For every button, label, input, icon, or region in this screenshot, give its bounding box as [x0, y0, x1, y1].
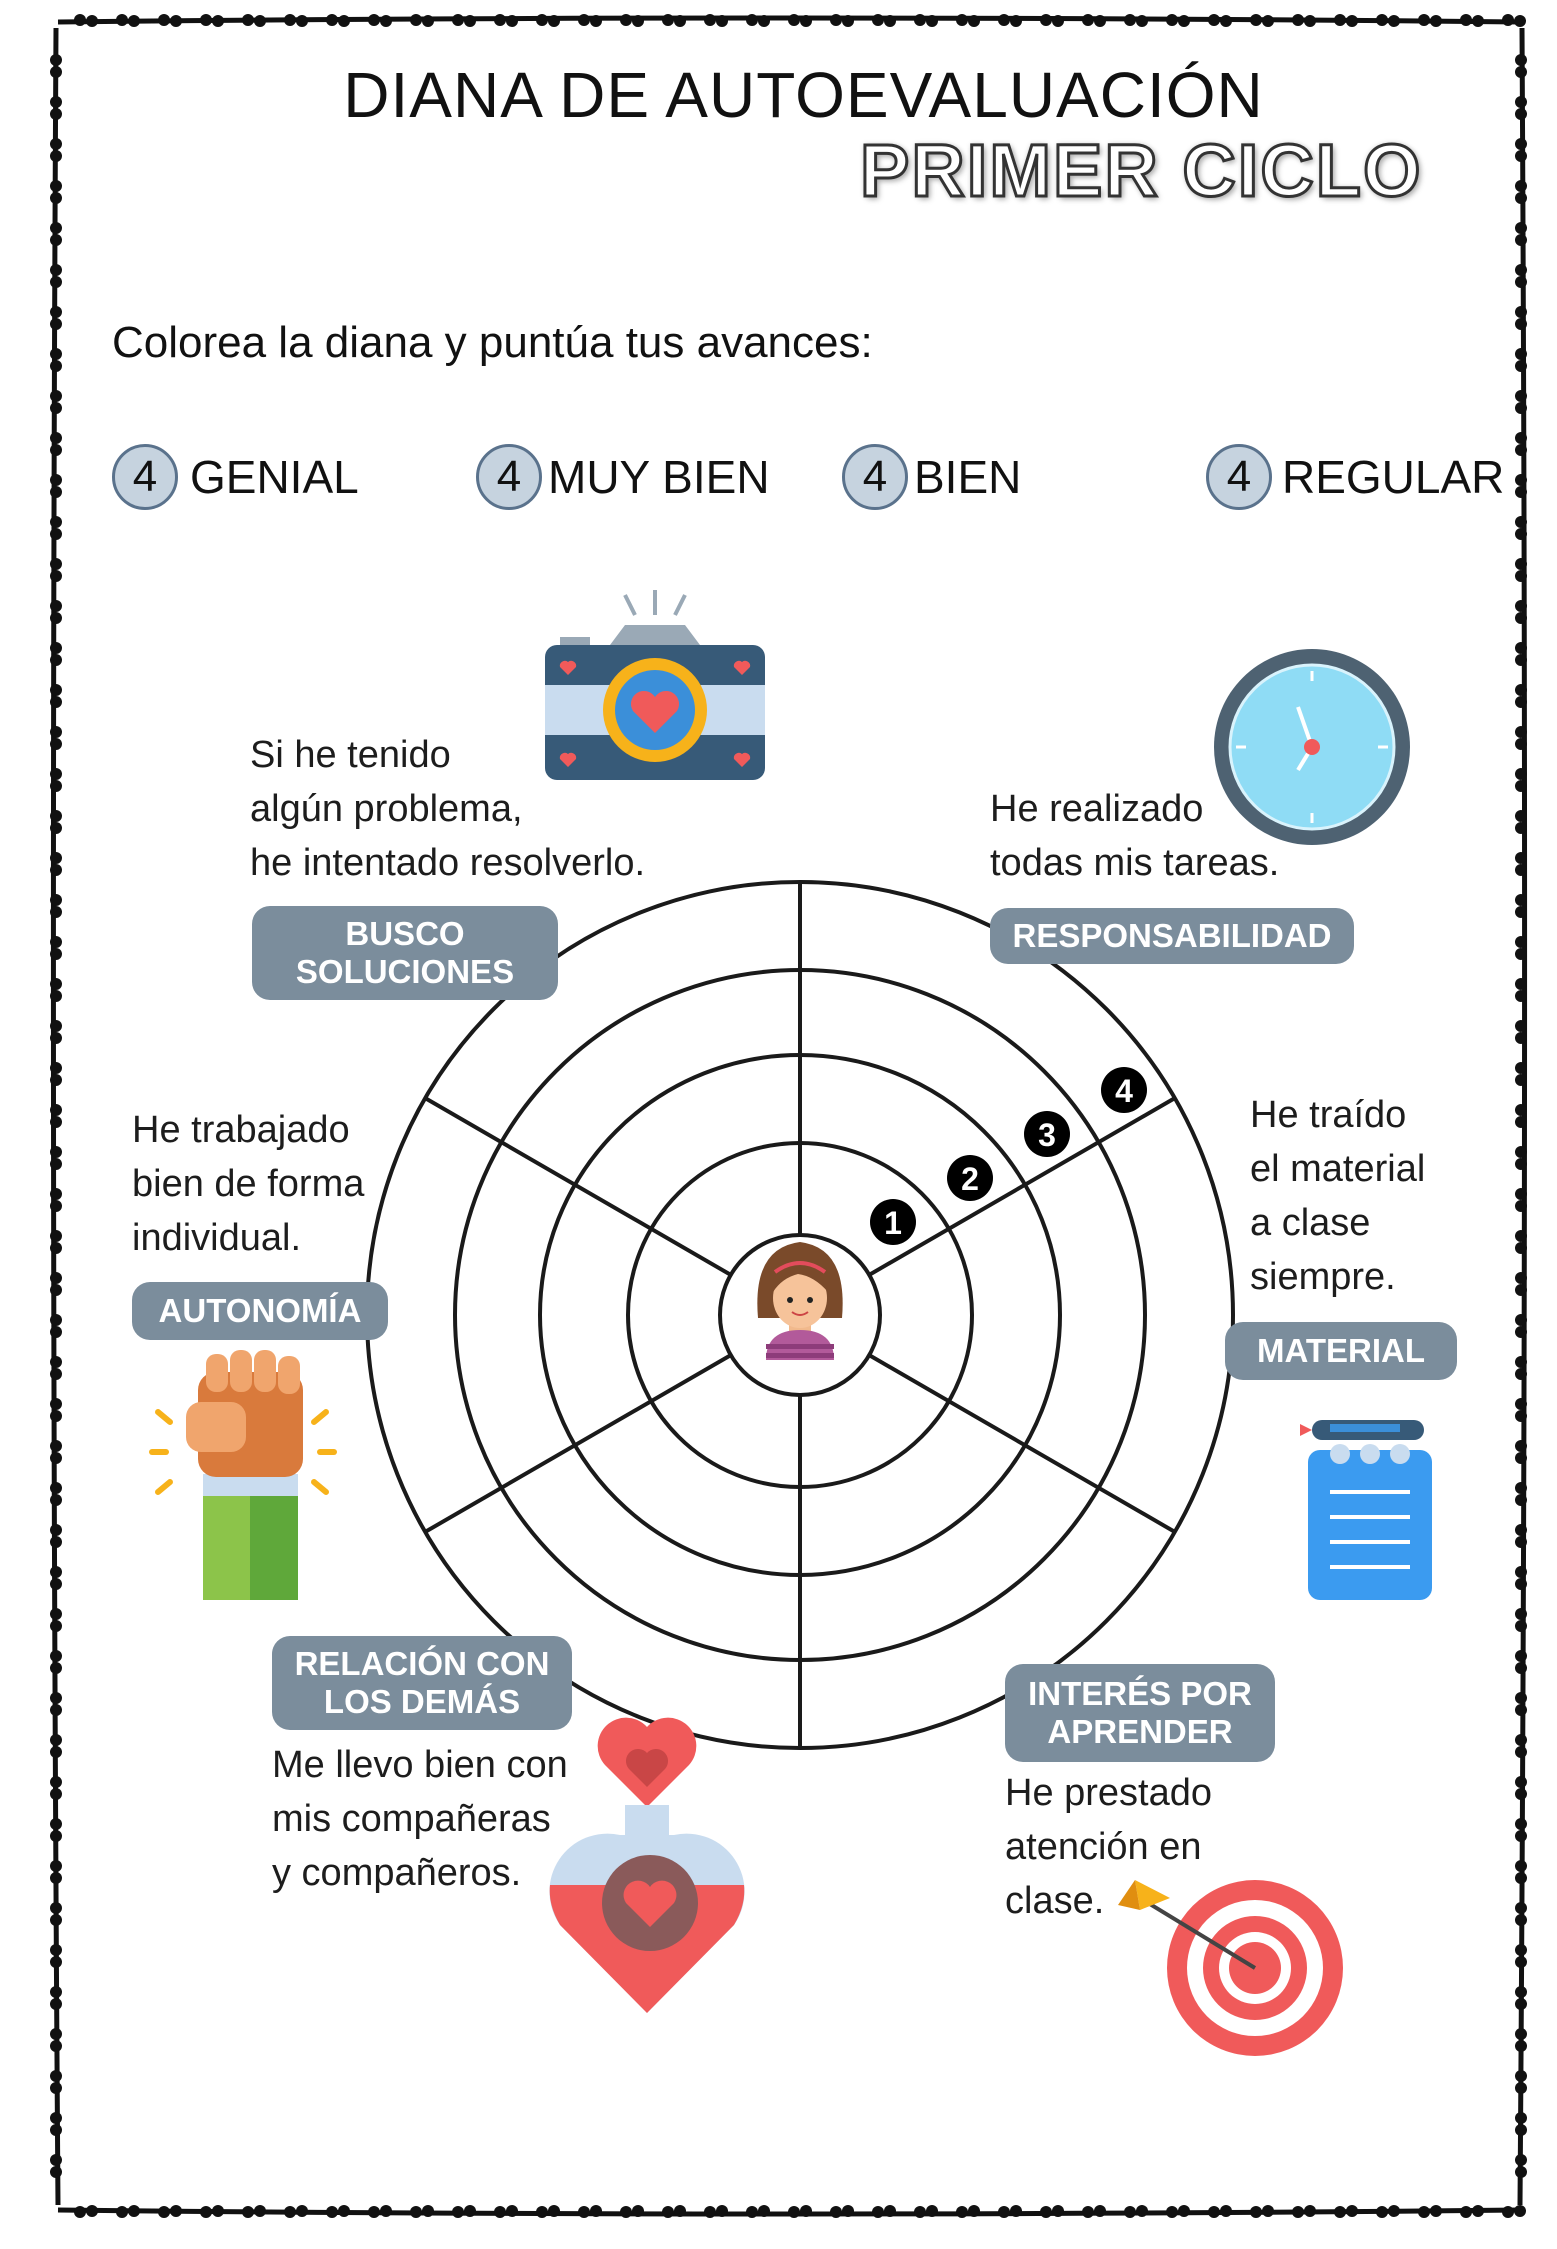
ring-number-4: 4	[1115, 1073, 1133, 1109]
legend-score-badge: 4	[842, 444, 908, 510]
ring-numbers: 1 2 3 4	[870, 1067, 1147, 1245]
legend-label: GENIAL	[190, 451, 359, 503]
legend-label: REGULAR	[1282, 451, 1505, 503]
relacion-description: Me llevo bien con mis compañeras y compa…	[272, 1744, 568, 1894]
material-label: MATERIAL	[1225, 1322, 1457, 1380]
responsabilidad-description: He realizado todas mis tareas.	[990, 788, 1280, 884]
fist-icon	[149, 1350, 337, 1600]
ring-number-2: 2	[961, 1161, 979, 1197]
page-subtitle: PRIMER CICLO	[859, 128, 1423, 214]
material-description: He traído el material a clase siempre.	[1250, 1094, 1426, 1298]
legend-label: BIEN	[914, 451, 1022, 503]
legend-score-badge: 4	[476, 444, 542, 510]
camera-icon	[545, 590, 765, 780]
ring-number-1: 1	[884, 1205, 902, 1241]
ring-number-3: 3	[1038, 1117, 1056, 1153]
clock-icon	[1214, 649, 1410, 845]
notebook-icon	[1300, 1420, 1432, 1600]
busco-description: Si he tenido algún problema, he intentad…	[250, 734, 646, 884]
target-icon	[1118, 1880, 1343, 2056]
legend-score-badge: 4	[1206, 444, 1272, 510]
instruction-text: Colorea la diana y puntúa tus avances:	[112, 318, 873, 367]
autonomia-description: He trabajado bien de forma individual.	[132, 1109, 365, 1259]
heart-potion-icon	[549, 1717, 745, 2013]
autonomia-label: AUTONOMÍA	[132, 1282, 388, 1340]
legend-score-badge: 4	[112, 444, 178, 510]
legend-bien: 4 BIEN	[842, 440, 1021, 514]
page-title: DIANA DE AUTOEVALUACIÓN	[343, 59, 1264, 131]
responsabilidad-label: RESPONSABILIDAD	[990, 908, 1354, 964]
target-sector-lines	[423, 882, 1177, 1748]
girl-avatar-icon	[757, 1242, 843, 1360]
interes-description: He prestado atención en clase.	[1005, 1772, 1213, 1922]
legend-label: MUY BIEN	[548, 451, 770, 503]
legend-muy-bien: 4 MUY BIEN	[476, 440, 770, 514]
legend-genial: 4 GENIAL	[112, 440, 359, 514]
legend-regular: 4 REGULAR	[1206, 440, 1504, 514]
